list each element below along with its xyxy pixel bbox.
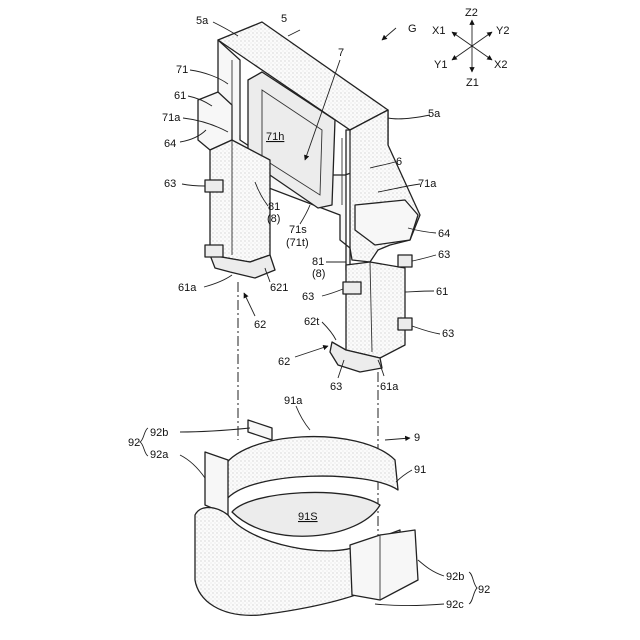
brace-92-left xyxy=(140,428,148,456)
leader-92a xyxy=(180,455,205,478)
label-62t: 62t xyxy=(304,316,319,328)
arrow-G xyxy=(382,28,396,40)
rib-63-b xyxy=(398,255,412,267)
label-71h: 71h xyxy=(266,131,284,143)
rib-63-c-left xyxy=(205,245,223,257)
arrow-62-right xyxy=(295,346,328,357)
leader-5 xyxy=(288,30,300,36)
leader-63-a xyxy=(182,184,205,186)
leader-91a xyxy=(296,406,310,430)
leader-61-right xyxy=(405,291,434,292)
label-63-e: 63 xyxy=(330,381,342,393)
tab-92-right xyxy=(350,530,418,600)
axis-y1-label: Y1 xyxy=(434,59,447,71)
label-81-a: 81 xyxy=(268,201,280,213)
label-61a-left: 61a xyxy=(178,282,197,294)
rib-63-d xyxy=(398,318,412,330)
brace-92-right xyxy=(469,572,477,604)
axis-y1-arrow xyxy=(452,46,472,60)
clip-rim-back xyxy=(222,437,398,500)
leader-71s xyxy=(300,205,310,224)
label-G: G xyxy=(408,23,417,35)
label-62-left: 62 xyxy=(254,319,266,331)
label-64-right: 64 xyxy=(438,228,450,240)
label-71a-left: 71a xyxy=(162,112,181,124)
leg-61-right xyxy=(346,262,405,358)
label-71: 71 xyxy=(176,64,188,76)
leader-91 xyxy=(396,470,412,482)
label-621: 621 xyxy=(270,282,288,294)
label-63-c: 63 xyxy=(302,291,314,303)
axis-z1-label: Z1 xyxy=(466,77,479,89)
leader-5a-left xyxy=(213,22,238,36)
label-9: 9 xyxy=(414,432,420,444)
label-64-left: 64 xyxy=(164,138,176,150)
axis-triad: Z2 Z1 X1 X2 Y1 Y2 xyxy=(432,7,509,89)
label-92-left: 92 xyxy=(128,437,140,449)
label-5a-left: 5a xyxy=(196,15,209,27)
leg-61-left xyxy=(210,140,270,262)
label-63-b: 63 xyxy=(438,249,450,261)
label-61a-right: 61a xyxy=(380,381,399,393)
leader-5a-right xyxy=(388,115,430,119)
arrow-9 xyxy=(385,438,410,440)
leader-61a-left xyxy=(204,275,232,287)
label-92b-top: 92b xyxy=(150,427,168,439)
leader-62t xyxy=(322,322,336,340)
leader-63-c xyxy=(322,289,343,296)
label-63-d: 63 xyxy=(442,328,454,340)
label-92-right: 92 xyxy=(478,584,490,596)
label-91a: 91a xyxy=(284,395,303,407)
label-8-a: (8) xyxy=(267,213,280,225)
axis-y2-arrow xyxy=(472,32,492,46)
label-63-a: 63 xyxy=(164,178,176,190)
axis-y2-label: Y2 xyxy=(496,25,509,37)
leader-92b-top xyxy=(180,428,250,432)
label-61-right: 61 xyxy=(436,286,448,298)
axis-z2-label: Z2 xyxy=(465,7,478,19)
label-91S: 91S xyxy=(298,511,318,523)
label-61-top: 61 xyxy=(174,90,186,102)
label-5: 5 xyxy=(281,13,287,25)
rib-63-c xyxy=(343,282,361,294)
label-81-b: 81 xyxy=(312,256,324,268)
label-5a-right: 5a xyxy=(428,108,441,120)
label-71t: (71t) xyxy=(286,237,309,249)
arrow-62-left xyxy=(244,293,255,316)
leader-63-d xyxy=(412,326,440,334)
label-91: 91 xyxy=(414,464,426,476)
leader-63-b xyxy=(412,255,436,261)
label-7: 7 xyxy=(338,47,344,59)
tab-92b-left xyxy=(248,420,272,440)
label-92c: 92c xyxy=(446,599,464,611)
leader-92c xyxy=(375,604,444,606)
label-62-right: 62 xyxy=(278,356,290,368)
axis-x2-arrow xyxy=(472,46,492,60)
label-8-b: (8) xyxy=(312,268,325,280)
axis-x1-label: X1 xyxy=(432,25,445,37)
label-71a-right: 71a xyxy=(418,178,437,190)
label-92b-bottom: 92b xyxy=(446,571,464,583)
label-71s: 71s xyxy=(289,224,307,236)
rib-63-a xyxy=(205,180,223,192)
axis-x1-arrow xyxy=(452,32,472,46)
axis-x2-label: X2 xyxy=(494,59,507,71)
tab-92-left xyxy=(205,452,228,515)
label-6: 6 xyxy=(396,156,402,168)
leader-92b-bottom xyxy=(418,560,444,576)
label-92a: 92a xyxy=(150,449,169,461)
